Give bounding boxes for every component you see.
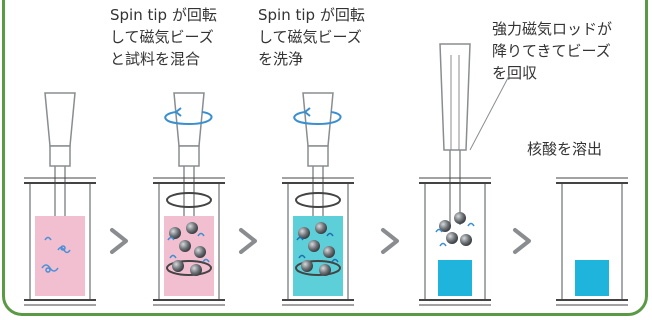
caption-wash: Spin tip が回転 して磁気ビーズ を洗浄 [258,4,365,70]
caption-collect-line-2: 降りてきてビーズ [492,42,611,60]
magnetic-rod-holder [439,43,471,151]
chevron-right-icon [381,228,399,254]
rotation-arrow-icon [293,107,342,126]
chevron-right-icon [239,228,257,254]
magnetic-beads [169,222,206,276]
chevron-right-icon [110,228,128,254]
spin-tip-top [44,92,76,147]
caption-collect-line-1: 強力磁気ロッドが [492,20,613,38]
chevron-right-icon [513,228,531,254]
spin-tip-sleeve [178,145,200,167]
magnetic-beads [298,222,335,276]
pink-sample [35,216,85,296]
caption-elute: 核酸を溶出 [527,138,602,160]
caption-wash-line-2: して磁気ビーズ [258,28,362,46]
step-1-tube [24,92,96,306]
caption-wash-line-1: Spin tip が回転 [258,6,365,24]
caption-mix-line-3: と試料を混合 [110,50,201,68]
magnetic-beads [439,212,472,246]
diagram-frame [2,0,648,316]
mixing-ring [295,260,341,276]
spin-tip-top [173,92,205,147]
step-3-tube [282,92,354,306]
caption-mix: Spin tip が回転 して磁気ビーズ と試料を混合 [110,4,217,70]
caption-collect-line-3: を回収 [492,64,538,82]
caption-elute-line-1: 核酸を溶出 [527,140,603,158]
callout-line [469,73,511,151]
caption-mix-line-1: Spin tip が回転 [110,6,217,24]
spin-tip-top [302,92,334,147]
caption-wash-line-3: を洗浄 [258,50,304,68]
step-5-tube [556,177,628,306]
mixing-ring [166,192,212,208]
caption-mix-line-2: して磁気ビーズ [110,28,214,46]
spin-tip-sleeve [307,145,329,167]
mixing-ring [166,260,212,276]
step-4-tube [419,43,511,306]
sample-particles [41,236,71,273]
step-2-tube [153,92,225,306]
rotation-arrow-icon [164,107,213,126]
spin-tip-sleeve [49,145,71,167]
caption-collect: 強力磁気ロッドが 降りてきてビーズ を回収 [492,18,612,84]
eluate [575,260,609,296]
mixing-ring [295,192,341,208]
eluate [438,260,472,296]
